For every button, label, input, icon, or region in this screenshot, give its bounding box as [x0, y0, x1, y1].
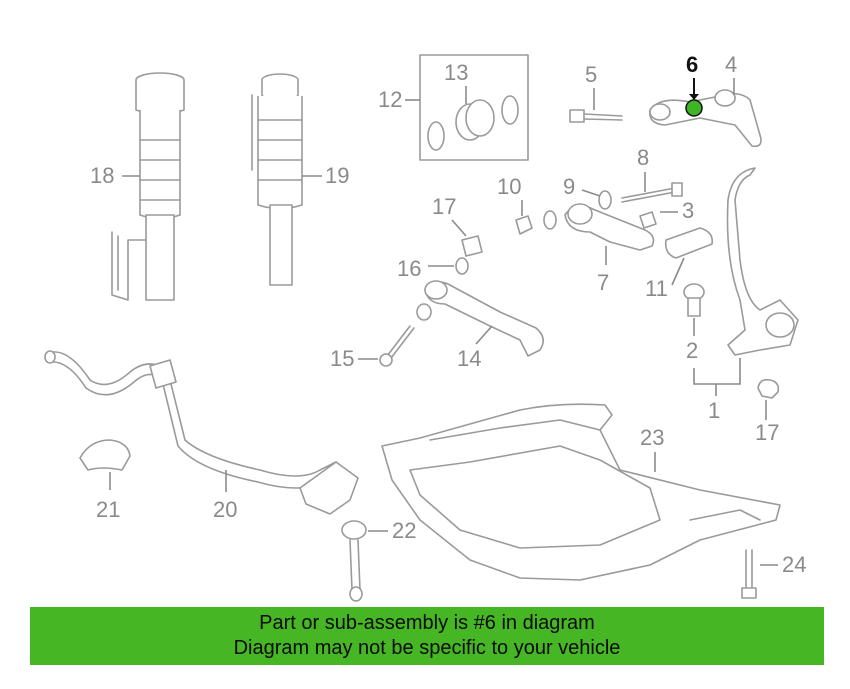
callout-12: 12: [378, 87, 402, 112]
callout-11: 11: [645, 276, 668, 301]
callout-18: 18: [90, 163, 114, 188]
callout-16: 16: [397, 256, 421, 281]
callout-17-left: 17: [432, 194, 456, 219]
part-21-bracket: [79, 439, 131, 471]
callout-13: 13: [444, 60, 468, 85]
part-12-kit-box: [419, 54, 529, 161]
part-4-upper-control-arm: [648, 89, 762, 148]
part-17-mount-right: [757, 378, 780, 399]
callout-5: 5: [585, 62, 597, 87]
callout-2: 2: [686, 338, 698, 363]
part-2-ball-joint: [683, 283, 705, 317]
part-24-bolt: [741, 549, 757, 599]
callout-6: 6: [686, 52, 698, 77]
part-7-lower-arm: [564, 203, 655, 251]
callout-23: 23: [640, 425, 664, 450]
part-22-stabilizer-link: [341, 520, 367, 602]
part-5-bolt: [569, 109, 623, 123]
callout-10: 10: [497, 174, 521, 199]
part-15-bolt: [379, 325, 415, 367]
part-14-control-arm: [416, 280, 544, 357]
part-10-nut: [515, 215, 533, 235]
banner-line-1: Part or sub-assembly is #6 in diagram: [259, 612, 595, 634]
callout-19: 19: [325, 163, 349, 188]
callout-3: 3: [682, 198, 694, 223]
part-19-air-strut: [251, 73, 303, 286]
callout-21: 21: [96, 497, 120, 522]
part-1-steering-knuckle: [726, 167, 799, 356]
part-3-nut: [639, 211, 657, 229]
part-11-boot: [664, 227, 714, 259]
info-banner: Part or sub-assembly is #6 in diagram Di…: [30, 607, 824, 665]
callout-22: 22: [392, 518, 416, 543]
part-9-washer: [543, 190, 612, 230]
part-17-mount-left: [461, 235, 483, 257]
banner-line-2: Diagram may not be specific to your vehi…: [233, 637, 621, 659]
callout-9: 9: [563, 174, 575, 199]
callout-8: 8: [637, 145, 649, 170]
part-6-highlighted-bushing: [685, 99, 703, 117]
callout-24: 24: [782, 552, 806, 577]
part-23-subframe: [381, 403, 781, 581]
part-20-stabilizer-bar: [44, 350, 359, 515]
callout-17-right: 17: [755, 420, 779, 445]
part-16-washer: [455, 257, 469, 275]
callout-1: 1: [708, 398, 720, 423]
part-8-bolt: [621, 182, 683, 203]
callout-7: 7: [597, 270, 609, 295]
callout-4: 4: [725, 52, 737, 77]
part-13-bushing: [427, 95, 519, 151]
callout-15: 15: [330, 346, 354, 371]
callout-20: 20: [213, 497, 237, 522]
part-18-air-strut: [111, 72, 185, 301]
callout-14: 14: [457, 346, 481, 371]
